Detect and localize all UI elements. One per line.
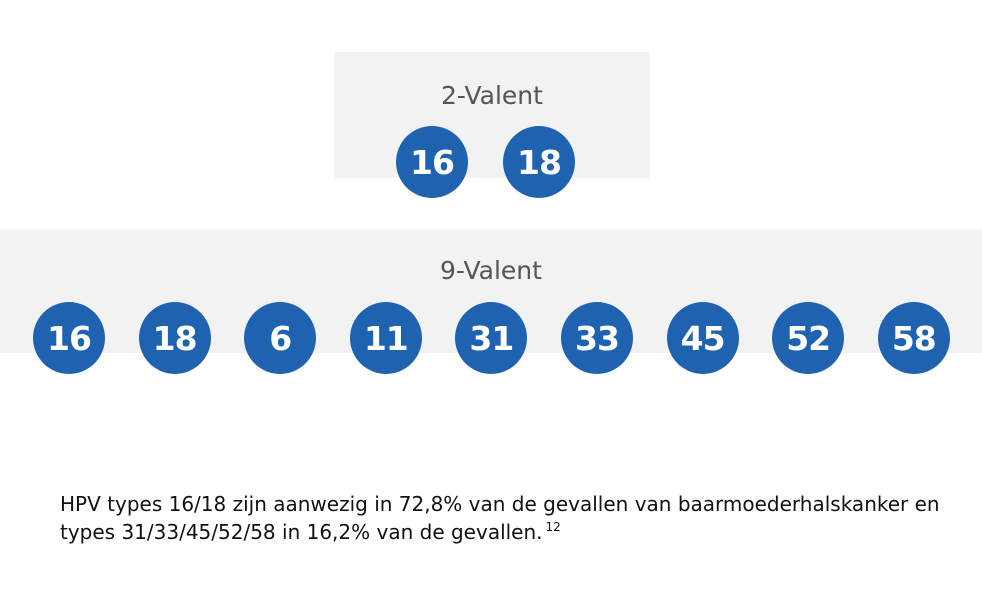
nonavalent-type-58-circle: 58 bbox=[877, 302, 950, 374]
caption: HPV types 16/18 zijn aanwezig in 72,8% v… bbox=[60, 490, 960, 546]
bivalent-type-18-circle: 18 bbox=[503, 126, 575, 198]
nonavalent-title: 9-Valent bbox=[440, 256, 542, 285]
caption-text: HPV types 16/18 zijn aanwezig in 72,8% v… bbox=[60, 492, 940, 544]
bivalent-panel: 2-Valent bbox=[334, 52, 650, 178]
nonavalent-type-row: 16 18 6 11 31 33 45 52 58 bbox=[0, 302, 982, 374]
nonavalent-type-18-circle: 18 bbox=[138, 302, 211, 374]
bivalent-title: 2-Valent bbox=[441, 81, 543, 110]
bivalent-type-16-circle: 16 bbox=[396, 126, 468, 198]
nonavalent-type-11-circle: 11 bbox=[349, 302, 422, 374]
nonavalent-type-52-circle: 52 bbox=[772, 302, 845, 374]
nonavalent-type-6-circle: 6 bbox=[244, 302, 317, 374]
caption-reference: 12 bbox=[545, 520, 561, 535]
nonavalent-type-33-circle: 33 bbox=[561, 302, 633, 374]
nonavalent-type-31-circle: 31 bbox=[455, 302, 528, 374]
nonavalent-type-16-circle: 16 bbox=[33, 302, 105, 374]
nonavalent-type-45-circle: 45 bbox=[666, 302, 739, 374]
